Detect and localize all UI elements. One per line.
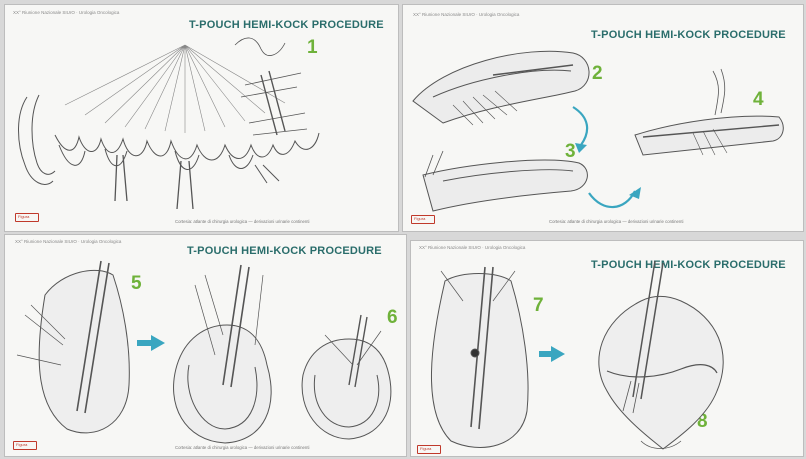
figure-tag-text: Figura <box>420 446 431 451</box>
illustration-mesentery-ileum <box>5 5 398 231</box>
panel-step-1: XX° Riunione Nazionale SIUrO · Urologia … <box>4 4 399 232</box>
panel-caption: Cortesia: atlante di chirurgia urologica… <box>549 219 683 224</box>
figure-tag: Figura <box>15 213 39 222</box>
panel-caption: Cortesia: atlante di chirurgia urologica… <box>175 219 309 224</box>
panel-steps-5-6: XX° Riunione Nazionale SIUrO · Urologia … <box>4 234 407 457</box>
panel-steps-7-8: XX° Riunione Nazionale SIUrO · Urologia … <box>410 240 804 457</box>
figure-tag-text: Figura <box>16 442 27 447</box>
panel-caption: Cortesia: atlante di chirurgia urologica… <box>175 445 309 450</box>
figure-tag-text: Figura <box>18 214 29 219</box>
figure-tag: Figura <box>411 215 435 224</box>
illustration-pouch-folding <box>403 5 803 231</box>
figure-tag-text: Figura <box>414 216 425 221</box>
illustration-final-pouch <box>411 241 803 456</box>
illustration-pouch-closure <box>5 235 406 456</box>
figure-tag: Figura <box>13 441 37 450</box>
panel-steps-2-4: XX° Riunione Nazionale SIUrO · Urologia … <box>402 4 804 232</box>
figure-tag: Figura <box>417 445 441 454</box>
